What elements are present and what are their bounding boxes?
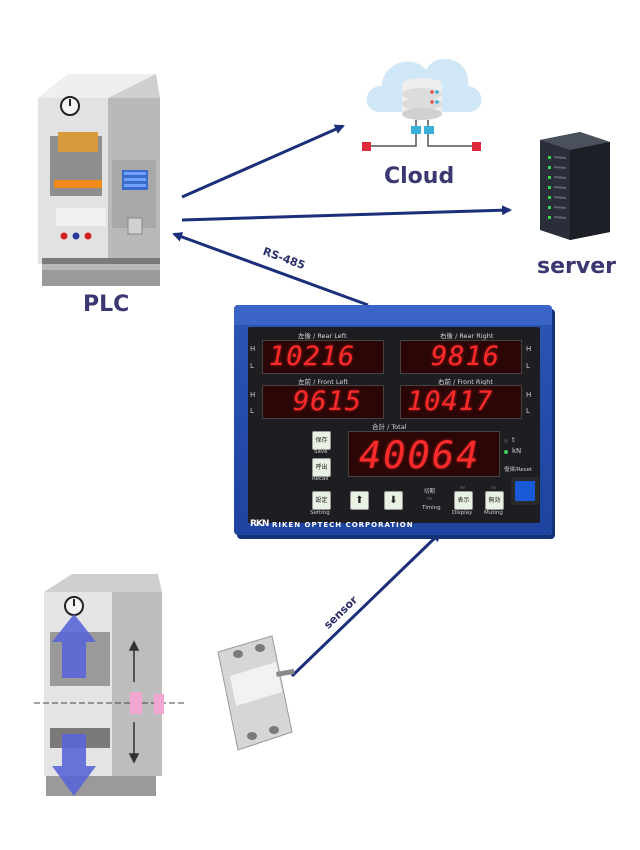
display-caption: Display <box>452 510 473 516</box>
up-button[interactable]: ⬆ <box>350 491 369 510</box>
arrow-plc-to-cloud <box>181 124 345 199</box>
rear-left-h: H <box>250 345 256 353</box>
unit-t: t <box>512 436 515 444</box>
panel-face: 左後 / Rear Left H L 10216 右後 / Rear Right… <box>248 327 540 523</box>
unit-kn-led <box>504 450 508 454</box>
server-tower-icon <box>540 132 610 240</box>
arrow-monitor-to-plc <box>172 232 369 307</box>
timing-jp: 切期 <box>424 489 436 495</box>
setting-caption: Setting <box>310 510 330 516</box>
press-machine-plc-icon <box>38 74 160 286</box>
front-right-l: L <box>526 407 530 415</box>
load-monitor-panel: 左後 / Rear Left H L 10216 右後 / Rear Right… <box>234 305 552 535</box>
muting-button[interactable]: 無効 <box>485 491 504 510</box>
total-label: 合計 / Total <box>372 423 407 431</box>
arrow-sensor-to-monitor <box>290 531 442 678</box>
rear-right-l: L <box>526 362 530 370</box>
unit-t-led <box>504 439 508 443</box>
save-caption: Save <box>314 449 328 455</box>
rear-right-label: 右後 / Rear Right <box>440 332 494 340</box>
total-display: 40064 <box>348 431 500 477</box>
recall-caption: Recall <box>312 476 329 482</box>
rear-left-value: 10216 <box>269 341 356 372</box>
muting-caption: Muting <box>484 510 503 516</box>
plc-label: PLC <box>83 292 130 317</box>
unit-kn: kN <box>512 447 522 455</box>
display-led <box>460 486 465 489</box>
server-label: server <box>537 254 616 279</box>
front-left-value: 9615 <box>293 386 363 417</box>
panel-top-edge <box>234 305 552 325</box>
display-button[interactable]: 表示 <box>454 491 473 510</box>
cloud-label: Cloud <box>384 164 455 189</box>
setting-button[interactable]: 設定 <box>312 491 331 510</box>
save-button[interactable]: 保存 <box>312 431 331 450</box>
front-right-h: H <box>526 391 532 399</box>
reset-button[interactable] <box>511 477 539 505</box>
rear-right-h: H <box>526 345 532 353</box>
recall-button[interactable]: 呼出 <box>312 458 331 477</box>
rear-right-value: 9816 <box>431 341 501 372</box>
front-left-display: 9615 <box>262 385 384 419</box>
brand-name: RIKEN OPTECH CORPORATION <box>272 521 414 529</box>
front-right-display: 10417 <box>400 385 522 419</box>
load-cell-sensor-icon <box>217 635 295 751</box>
rear-left-l: L <box>250 362 254 370</box>
total-value: 40064 <box>359 434 481 477</box>
front-left-label: 左前 / Front Left <box>298 378 349 386</box>
front-left-h: H <box>250 391 256 399</box>
down-button[interactable]: ⬇ <box>384 491 403 510</box>
press-machine-force-icon <box>34 574 184 796</box>
brand-logo: RKN <box>250 519 269 529</box>
rear-left-label: 左後 / Rear Left <box>298 332 347 340</box>
rear-left-display: 10216 <box>262 340 384 374</box>
rear-right-display: 9816 <box>400 340 522 374</box>
timing-led <box>427 497 432 500</box>
reset-label: 復帰/Reset <box>504 467 533 473</box>
front-right-label: 右前 / Front Right <box>438 378 493 386</box>
cloud-database-icon <box>362 58 482 151</box>
timing-caption[interactable]: Timing <box>422 505 441 511</box>
arrow-plc-to-server <box>181 205 512 222</box>
muting-led <box>491 486 496 489</box>
front-left-l: L <box>250 407 254 415</box>
front-right-value: 10417 <box>407 386 494 417</box>
